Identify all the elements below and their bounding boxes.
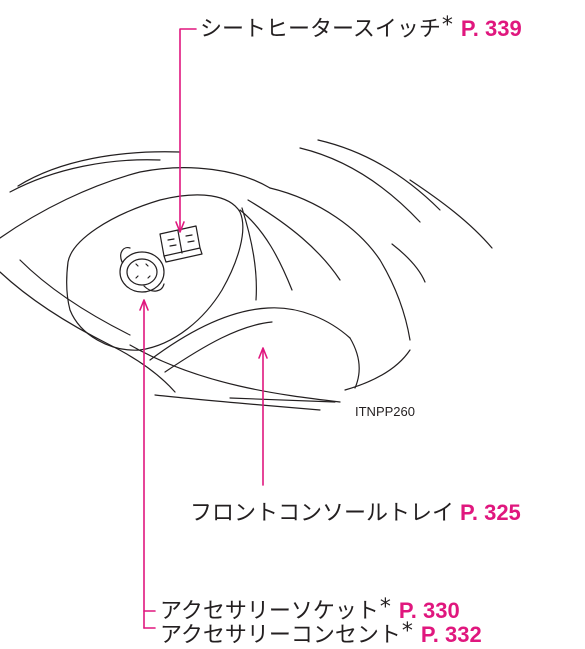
seat-heater-asterisk: * — [441, 13, 453, 38]
console-body — [0, 167, 493, 411]
seat-heater-leader — [179, 28, 197, 231]
dashboard-outline — [9, 139, 441, 223]
accessory-outlet-page-link[interactable]: P. 332 — [420, 622, 482, 647]
seat-heater-switch — [159, 225, 203, 263]
illustration-code: ITNPP260 — [355, 404, 415, 419]
socket-leader-branch — [143, 610, 156, 629]
accessory-socket-callout: アクセサリーソケット* P. 330 — [160, 595, 460, 625]
tray-arrowhead — [258, 347, 268, 359]
accessory-outlet-callout: アクセサリーコンセント* P. 332 — [160, 619, 482, 649]
socket-arrowhead — [139, 299, 149, 311]
front-console-tray-label: フロントコンソールトレイ — [190, 501, 455, 526]
accessory-outlet-label: アクセサリーコンセント — [160, 623, 401, 648]
seat-heater-arrowhead — [175, 221, 185, 233]
accessory-outlet-asterisk: * — [401, 619, 413, 644]
accessory-socket — [119, 247, 165, 293]
accessory-socket-label: アクセサリーソケット — [160, 599, 379, 624]
seat-heater-page-link[interactable]: P. 339 — [460, 16, 522, 41]
switch-recess — [66, 194, 244, 351]
seat-heater-label: シートヒータースイッチ — [200, 17, 441, 42]
accessory-socket-asterisk: * — [379, 595, 391, 620]
leader-arrowheads — [139, 221, 268, 359]
leader-lines — [143, 28, 264, 629]
front-console-tray-page-link[interactable]: P. 325 — [460, 500, 521, 525]
accessory-socket-page-link[interactable]: P. 330 — [398, 598, 460, 623]
seat-heater-callout: シートヒータースイッチ* P. 339 — [200, 13, 522, 43]
